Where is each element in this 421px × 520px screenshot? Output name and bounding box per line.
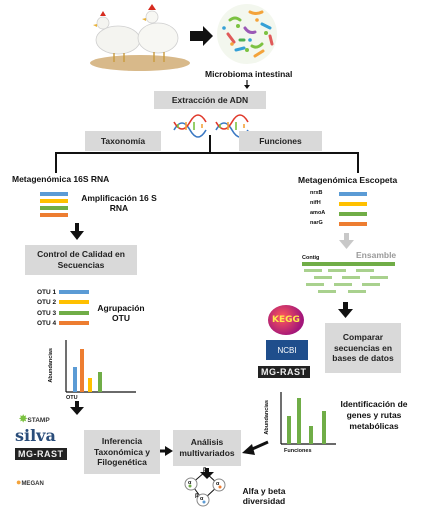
otu-1-label: OTU 1 (37, 289, 57, 296)
function-bar-2 (297, 398, 301, 444)
functions-box: Funciones (239, 131, 322, 151)
compare-box: Comparar secuencias en bases de datos (325, 323, 401, 373)
mgrast-logo: MG-RAST (15, 448, 67, 460)
function-bar-3 (309, 426, 313, 444)
otu-4-label: OTU 4 (37, 320, 57, 327)
gene-narg-label: narG (310, 220, 323, 226)
function-bar-4 (322, 411, 326, 444)
mgrast-db-logo: MG-RAST (258, 366, 310, 378)
amplification-label: Amplificación 16 S RNA (81, 193, 157, 214)
otu-bar-4 (98, 372, 102, 392)
diversity-symbol-5: α (200, 496, 204, 502)
stamp-icon: ✸ (19, 414, 28, 425)
otu-bar-2 (80, 349, 84, 392)
stamp-logo: ✸STAMP (19, 414, 50, 425)
identification-label: Identificación de genes y rutas metabóli… (340, 399, 408, 432)
right-title: Metagenómica Escopeta (298, 175, 398, 185)
diversity-label: Alfa y beta diversidad (242, 486, 286, 507)
microbiome-label: Microbioma intestinal (205, 69, 293, 79)
otu-2-label: OTU 2 (37, 299, 57, 306)
assembly-label: Ensamble (356, 250, 397, 260)
dna-extraction-box: Extracción de ADN (154, 91, 266, 109)
otu-bar-3 (88, 378, 92, 392)
gene-nrxb-label: nrxB (310, 190, 323, 196)
left-title: Metagenómica 16S RNA (12, 174, 110, 184)
otu-chart-xlabel: OTU (66, 395, 78, 401)
gene-nifh-label: nifH (310, 200, 321, 206)
otu-3-label: OTU 3 (37, 310, 57, 317)
multivariate-box: Análisis multivariados (173, 430, 241, 466)
otu-bar-1 (73, 367, 77, 392)
function-chart-ylabel: Abundancias (263, 400, 270, 435)
otu-chart-ylabel: Abundancias (47, 348, 54, 383)
function-chart-xlabel: Funciones (284, 448, 312, 454)
gene-amoa-label: amoA (310, 210, 326, 216)
function-bar-1 (287, 416, 291, 444)
megan-logo: ●MEGAN (16, 477, 44, 487)
diversity-symbol-2: β (203, 467, 207, 473)
diversity-symbol-1: α (188, 480, 192, 486)
ncbi-logo: NCBI (266, 340, 308, 360)
contig-label: Contig (302, 255, 320, 261)
inference-box: Inferencia Taxonómica y Filogenética (84, 430, 160, 474)
diversity-symbol-3: β (195, 493, 199, 499)
taxonomy-box: Taxonomía (85, 131, 161, 151)
quality-control-box: Control de Calidad en Secuencias (25, 245, 137, 275)
kegg-logo: KEGG (268, 305, 304, 335)
diversity-symbol-4: α (216, 481, 220, 487)
silva-logo: silva (15, 426, 56, 445)
grouping-label: Agrupación OTU (97, 303, 145, 324)
megan-icon: ● (16, 477, 22, 487)
